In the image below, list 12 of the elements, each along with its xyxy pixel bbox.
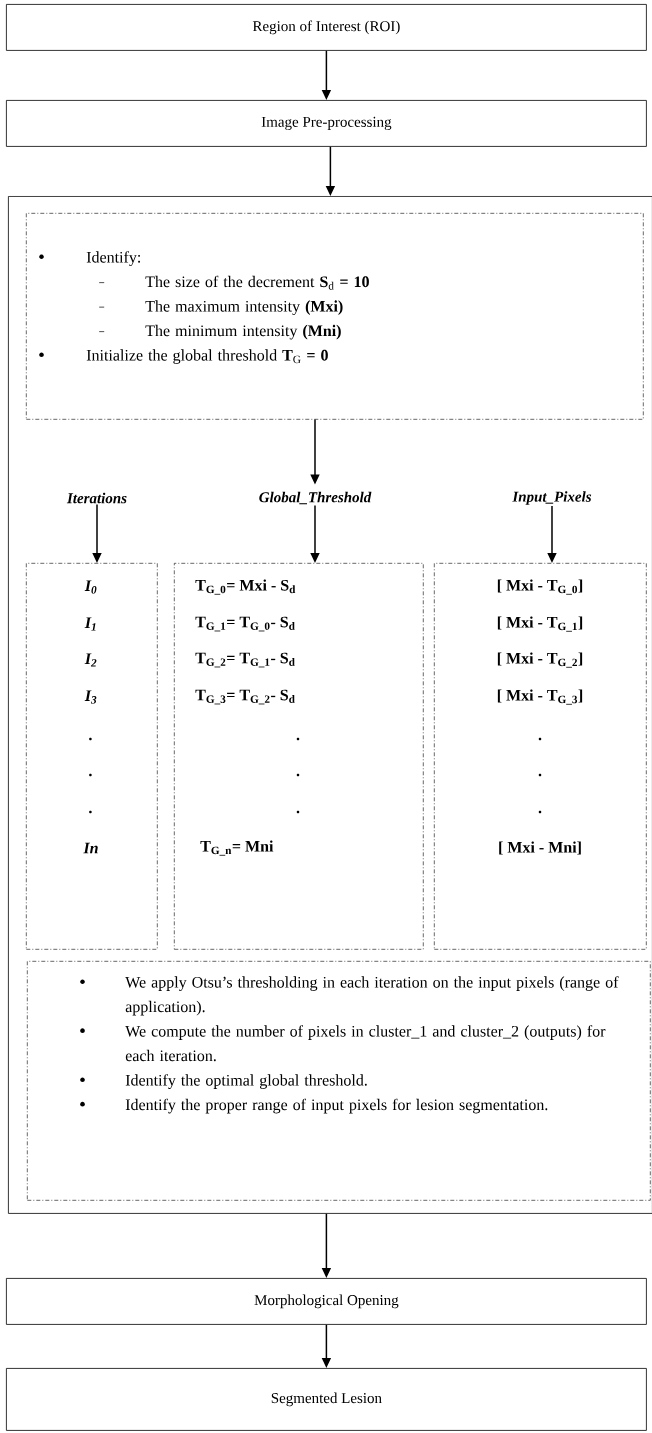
column-box: I$_{0}$ I$_{1}$ I$_{2}$ I$_{3}$ . . . In [26, 563, 158, 950]
column-box: T$_{G_0}$= Mxi - S$_{d}$ T$_{G_1}$= T$_{G_0}$- S$_{d}$ T$_{G_2}$= T$_{G_1}$- S$_{d}$ T$_{G_3}$= T$_{G_2}$- S$_{d}$ . . . T$_{G_n}$= Mni [174, 563, 424, 950]
process-box: Image Pre-processing [6, 100, 647, 147]
process-box: Segmented Lesion [6, 1368, 647, 1431]
column-heading: Input_Pixels [512, 491, 592, 505]
process-box: Region of Interest (ROI) [6, 4, 647, 51]
process-box: Morphological Opening [6, 1278, 647, 1325]
note-box: Identify: The size of the decrement S$_{d}$ = 10 The maximum intensity (Mxi) The minimum intensity (Mni) Initialize the global threshold T$_{G}$ = 0 [26, 213, 644, 420]
column-heading: Iterations [66, 492, 127, 504]
column-box: [ Mxi - T$_{G_0}$] [ Mxi - T$_{G_1}$] [ Mxi - T$_{G_2}$] [ Mxi - T$_{G_3}$] . . . [ Mxi - Mni] [434, 563, 647, 950]
note-box: We apply Otsu’s thresholding in each iteration on the input pixels (range of application). We compute the number of pixels in cluster_1 and cluster_2 (outputs) for each iteration. Identify the optimal global threshold. Identify the proper range of input pixels for lesion segmentation. [27, 961, 651, 1201]
column-heading: Global_Threshold [259, 491, 372, 505]
